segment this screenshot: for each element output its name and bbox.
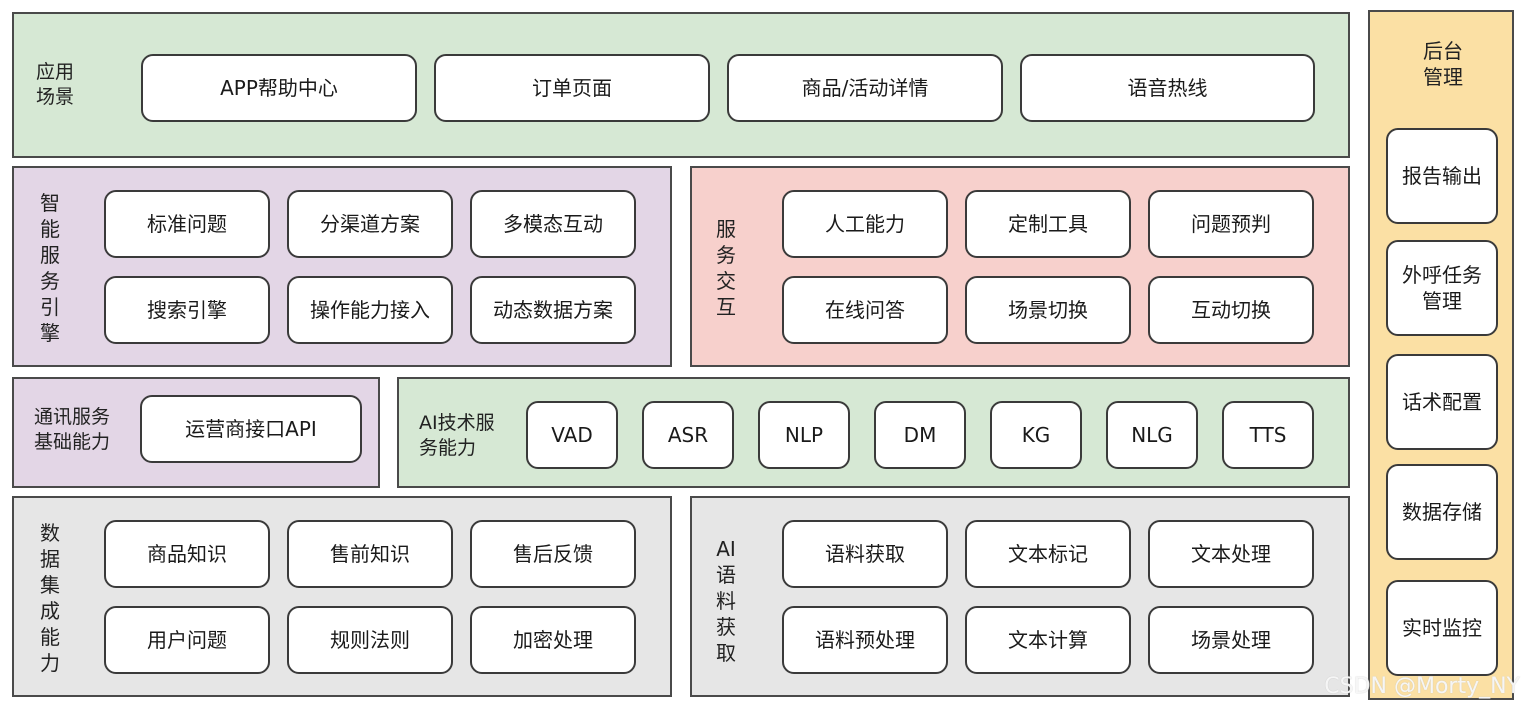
backend-label: 后台管理 — [1423, 39, 1463, 90]
ai-tech-item-nlg: NLG — [1106, 401, 1198, 469]
app-scene-panel: 应用场景 APP帮助中心 订单页面 商品/活动详情 语音热线 — [12, 12, 1350, 158]
data-integration-item-5: 规则法则 — [287, 606, 453, 674]
service-interaction-item-3: 问题预判 — [1148, 190, 1314, 258]
ai-corpus-item-6: 场景处理 — [1148, 606, 1314, 674]
ai-tech-item-vad: VAD — [526, 401, 618, 469]
service-interaction-label: 服务交互 — [716, 217, 736, 319]
backend-item-3: 话术配置 — [1386, 354, 1498, 450]
app-scene-item-3: 商品/活动详情 — [727, 54, 1003, 122]
data-integration-item-2: 售前知识 — [287, 520, 453, 588]
smart-engine-item-5: 操作能力接入 — [287, 276, 453, 344]
ai-tech-item-nlp: NLP — [758, 401, 850, 469]
ai-corpus-panel: AI语料获取 语料获取 文本标记 文本处理 语料预处理 文本计算 场景处理 — [690, 496, 1350, 697]
ai-tech-item-dm: DM — [874, 401, 966, 469]
ai-tech-item-asr: ASR — [642, 401, 734, 469]
ai-corpus-item-3: 文本处理 — [1148, 520, 1314, 588]
ai-tech-item-kg: KG — [990, 401, 1082, 469]
backend-item-2: 外呼任务管理 — [1386, 240, 1498, 336]
comm-service-panel: 通讯服务基础能力 运营商接口API — [12, 377, 380, 488]
ai-corpus-item-1: 语料获取 — [782, 520, 948, 588]
ai-tech-label: AI技术服务能力 — [419, 412, 495, 460]
app-scene-item-4: 语音热线 — [1020, 54, 1315, 122]
data-integration-panel: 数据集成能力 商品知识 售前知识 售后反馈 用户问题 规则法则 加密处理 — [12, 496, 672, 697]
comm-service-item-1: 运营商接口API — [140, 395, 362, 463]
watermark: CSDN @Morty_NY — [1324, 674, 1520, 699]
service-interaction-item-1: 人工能力 — [782, 190, 948, 258]
smart-engine-panel: 智能服务引擎 标准问题 分渠道方案 多模态互动 搜索引擎 操作能力接入 动态数据… — [12, 166, 672, 367]
data-integration-item-3: 售后反馈 — [470, 520, 636, 588]
smart-engine-item-2: 分渠道方案 — [287, 190, 453, 258]
service-interaction-item-6: 互动切换 — [1148, 276, 1314, 344]
backend-item-5: 实时监控 — [1386, 580, 1498, 676]
service-interaction-item-4: 在线问答 — [782, 276, 948, 344]
backend-item-4: 数据存储 — [1386, 464, 1498, 560]
data-integration-item-4: 用户问题 — [104, 606, 270, 674]
backend-item-1: 报告输出 — [1386, 128, 1498, 224]
data-integration-label: 数据集成能力 — [40, 521, 60, 675]
ai-tech-item-tts: TTS — [1222, 401, 1314, 469]
smart-engine-item-3: 多模态互动 — [470, 190, 636, 258]
data-integration-item-1: 商品知识 — [104, 520, 270, 588]
smart-engine-item-4: 搜索引擎 — [104, 276, 270, 344]
ai-corpus-item-4: 语料预处理 — [782, 606, 948, 674]
smart-engine-label: 智能服务引擎 — [40, 191, 60, 345]
app-scene-item-2: 订单页面 — [434, 54, 710, 122]
app-scene-label: 应用场景 — [36, 61, 75, 109]
smart-engine-item-6: 动态数据方案 — [470, 276, 636, 344]
app-scene-item-1: APP帮助中心 — [141, 54, 417, 122]
comm-service-label: 通讯服务基础能力 — [34, 406, 111, 454]
ai-corpus-label: AI语料获取 — [716, 537, 736, 665]
service-interaction-item-2: 定制工具 — [965, 190, 1131, 258]
smart-engine-item-1: 标准问题 — [104, 190, 270, 258]
ai-corpus-item-5: 文本计算 — [965, 606, 1131, 674]
backend-panel: 后台管理 报告输出 外呼任务管理 话术配置 数据存储 实时监控 — [1368, 10, 1514, 700]
ai-tech-panel: AI技术服务能力 VAD ASR NLP DM KG NLG TTS — [397, 377, 1350, 488]
service-interaction-item-5: 场景切换 — [965, 276, 1131, 344]
ai-corpus-item-2: 文本标记 — [965, 520, 1131, 588]
service-interaction-panel: 服务交互 人工能力 定制工具 问题预判 在线问答 场景切换 互动切换 — [690, 166, 1350, 367]
data-integration-item-6: 加密处理 — [470, 606, 636, 674]
